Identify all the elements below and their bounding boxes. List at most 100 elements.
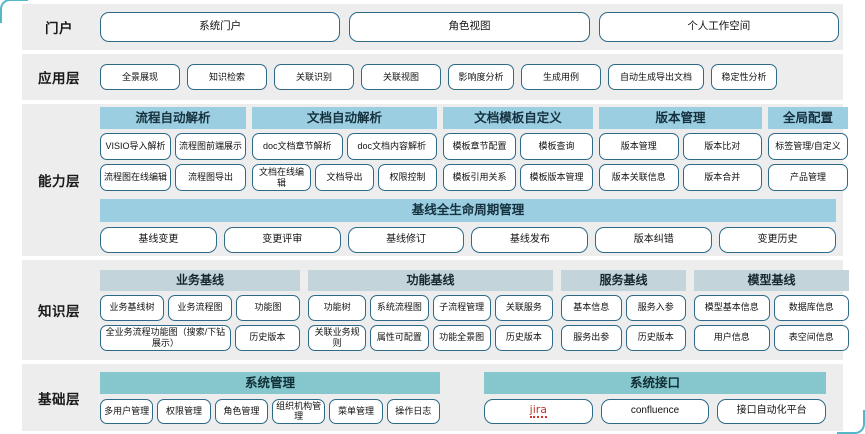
- cap-item-product-management[interactable]: 产品管理: [768, 164, 848, 191]
- know-item-related-business-rule[interactable]: 关联业务规则: [308, 324, 367, 351]
- group-header-baseline-lifecycle: 基线全生命周期管理: [100, 199, 836, 222]
- know-item-basic-info[interactable]: 基本信息: [561, 294, 622, 321]
- know-item-history-version-function[interactable]: 历史版本: [494, 324, 553, 351]
- cap-item-flowchart-export[interactable]: 流程图导出: [175, 164, 246, 191]
- cap-item-version-merge[interactable]: 版本合并: [682, 164, 762, 191]
- cap-item-template-reference[interactable]: 模板引用关系: [443, 164, 516, 191]
- group-row: jira confluence 接口自动化平台: [484, 398, 827, 424]
- app-item-auto-export-doc[interactable]: 自动生成导出文档: [608, 64, 704, 90]
- group-row: 版本管理 版本比对: [599, 133, 762, 160]
- base-item-confluence[interactable]: confluence: [600, 398, 710, 424]
- portal-item-role-view[interactable]: 角色视图: [349, 12, 590, 42]
- know-item-function-tree[interactable]: 功能树: [308, 294, 367, 321]
- lifecycle-item-baseline-revision[interactable]: 基线修订: [347, 227, 465, 253]
- know-item-full-business-process-function-map[interactable]: 全业务流程功能图（搜索/下钻展示）: [100, 324, 231, 351]
- cap-item-version-compare[interactable]: 版本比对: [682, 133, 762, 160]
- know-item-attribute-configurable[interactable]: 属性可配置: [370, 324, 429, 351]
- app-item-relation-view[interactable]: 关联视图: [361, 64, 441, 90]
- lifecycle-item-change-review[interactable]: 变更评审: [223, 227, 341, 253]
- cap-item-version-relation-info[interactable]: 版本关联信息: [599, 164, 679, 191]
- group-row: 标签管理/自定义: [768, 133, 848, 160]
- portal-items: 系统门户 角色视图 个人工作空间: [96, 12, 843, 42]
- know-item-related-service[interactable]: 关联服务: [494, 294, 553, 321]
- portal-item-system-portal[interactable]: 系统门户: [100, 12, 341, 42]
- base-item-menu-management[interactable]: 菜单管理: [329, 398, 383, 424]
- group-row: 产品管理: [768, 164, 848, 191]
- base-item-operation-log[interactable]: 操作日志: [386, 398, 440, 424]
- know-item-function-panorama[interactable]: 功能全景图: [432, 324, 491, 351]
- know-item-subprocess-management[interactable]: 子流程管理: [432, 294, 491, 321]
- cap-item-doc-online-edit[interactable]: 文档在线编辑: [252, 164, 311, 191]
- cap-item-doc-export[interactable]: 文档导出: [315, 164, 374, 191]
- know-item-service-input-param[interactable]: 服务入参: [625, 294, 686, 321]
- base-item-multi-user-management[interactable]: 多用户管理: [100, 398, 154, 424]
- capability-group-doc-template: 文档模板自定义 模板章节配置 模板查询 模板引用关系 模板版本管理: [443, 107, 593, 191]
- cap-item-doc-content-parse[interactable]: doc文档内容解析: [346, 133, 437, 160]
- cap-item-doc-chapter-parse[interactable]: doc文档章节解析: [252, 133, 343, 160]
- group-row: 模板引用关系 模板版本管理: [443, 164, 593, 191]
- layer-knowledge: 知识层 业务基线 业务基线树 业务流程图 功能图 全业务流程功能图（搜索/下钻展…: [22, 260, 849, 360]
- layer-label-base: 基础层: [38, 391, 80, 407]
- lifecycle-item-version-correction[interactable]: 版本纠错: [595, 227, 713, 253]
- knowledge-group-service-baseline: 服务基线 基本信息 服务入参 服务出参 历史版本: [561, 269, 686, 351]
- base-item-api-automation-platform[interactable]: 接口自动化平台: [717, 398, 827, 424]
- group-row: 流程图在线编辑 流程图导出: [100, 164, 246, 191]
- group-header-service-baseline: 服务基线: [561, 269, 686, 291]
- group-header-model-baseline: 模型基线: [694, 269, 849, 291]
- capability-content: 流程自动解析 VISIO导入解析 流程图前端展示 流程图在线编辑 流程图导出 文…: [96, 103, 852, 257]
- group-row: 文档在线编辑 文档导出 权限控制: [252, 164, 437, 191]
- cap-item-permission-control[interactable]: 权限控制: [378, 164, 437, 191]
- app-item-stability-analysis[interactable]: 稳定性分析: [711, 64, 777, 90]
- portal-item-personal-workspace[interactable]: 个人工作空间: [598, 12, 839, 42]
- cap-item-visio-import-parse[interactable]: VISIO导入解析: [100, 133, 171, 160]
- know-item-history-version-business[interactable]: 历史版本: [234, 324, 300, 351]
- layer-capability: 能力层 流程自动解析 VISIO导入解析 流程图前端展示 流程图在线编辑 流程图…: [22, 104, 848, 256]
- app-item-relation-recognition[interactable]: 关联识别: [274, 64, 354, 90]
- group-header-function-baseline: 功能基线: [308, 269, 553, 291]
- lifecycle-item-baseline-release[interactable]: 基线发布: [471, 227, 589, 253]
- knowledge-group-function-baseline: 功能基线 功能树 系统流程图 子流程管理 关联服务 关联业务规则 属性可配置 功…: [308, 269, 553, 351]
- know-item-business-flowchart[interactable]: 业务流程图: [168, 294, 232, 321]
- application-items: 全景展现 知识检索 关联识别 关联视图 影响度分析 生成用例 自动生成导出文档 …: [96, 64, 843, 90]
- app-item-knowledge-search[interactable]: 知识检索: [187, 64, 267, 90]
- know-item-business-baseline-tree[interactable]: 业务基线树: [100, 294, 164, 321]
- base-item-jira[interactable]: jira: [484, 398, 593, 424]
- app-item-generate-case[interactable]: 生成用例: [521, 64, 601, 90]
- group-header-business-baseline: 业务基线: [100, 269, 300, 291]
- group-header-system-management: 系统管理: [100, 371, 440, 394]
- base-item-org-structure-management[interactable]: 组织机构管理: [271, 398, 326, 424]
- knowledge-group-business-baseline: 业务基线 业务基线树 业务流程图 功能图 全业务流程功能图（搜索/下钻展示） 历…: [100, 269, 300, 351]
- capability-group-version-mgmt: 版本管理 版本管理 版本比对 版本关联信息 版本合并: [599, 107, 762, 191]
- app-item-impact-analysis[interactable]: 影响度分析: [448, 64, 514, 90]
- cap-item-version-management[interactable]: 版本管理: [599, 133, 679, 160]
- cap-item-template-version-mgmt[interactable]: 模板版本管理: [520, 164, 593, 191]
- lifecycle-item-baseline-change[interactable]: 基线变更: [100, 227, 217, 253]
- group-row: 业务基线树 业务流程图 功能图: [100, 294, 300, 321]
- know-item-tablespace-info[interactable]: 表空间信息: [773, 324, 849, 351]
- baseline-lifecycle-items: 基线变更 变更评审 基线修订 基线发布 版本纠错 变更历史: [100, 227, 836, 253]
- know-item-model-basic-info[interactable]: 模型基本信息: [694, 294, 770, 321]
- base-groups: 系统管理 多用户管理 权限管理 角色管理 组织机构管理 菜单管理 操作日志 系统…: [96, 368, 843, 428]
- cap-item-template-query[interactable]: 模板查询: [520, 133, 593, 160]
- know-item-history-version-service[interactable]: 历史版本: [625, 324, 686, 351]
- lifecycle-item-change-history[interactable]: 变更历史: [719, 227, 836, 253]
- cap-item-tag-management[interactable]: 标签管理/自定义: [768, 133, 848, 160]
- group-row: VISIO导入解析 流程图前端展示: [100, 133, 246, 160]
- cap-item-template-chapter-config[interactable]: 模板章节配置: [443, 133, 516, 160]
- group-row: doc文档章节解析 doc文档内容解析: [252, 133, 437, 160]
- know-item-system-flowchart[interactable]: 系统流程图: [370, 294, 429, 321]
- cap-item-flowchart-online-edit[interactable]: 流程图在线编辑: [100, 164, 171, 191]
- cap-item-flowchart-frontend-display[interactable]: 流程图前端展示: [175, 133, 246, 160]
- base-item-permission-management[interactable]: 权限管理: [157, 398, 211, 424]
- know-item-database-info[interactable]: 数据库信息: [773, 294, 849, 321]
- app-item-panorama[interactable]: 全景展现: [100, 64, 180, 90]
- base-item-role-management[interactable]: 角色管理: [214, 398, 268, 424]
- know-item-user-info[interactable]: 用户信息: [694, 324, 770, 351]
- knowledge-group-model-baseline: 模型基线 模型基本信息 数据库信息 用户信息 表空间信息: [694, 269, 849, 351]
- group-header-version-mgmt: 版本管理: [599, 107, 762, 129]
- know-item-function-diagram[interactable]: 功能图: [236, 294, 300, 321]
- group-row: 版本关联信息 版本合并: [599, 164, 762, 191]
- base-group-system-management: 系统管理 多用户管理 权限管理 角色管理 组织机构管理 菜单管理 操作日志: [100, 371, 440, 424]
- know-item-service-output-param[interactable]: 服务出参: [561, 324, 622, 351]
